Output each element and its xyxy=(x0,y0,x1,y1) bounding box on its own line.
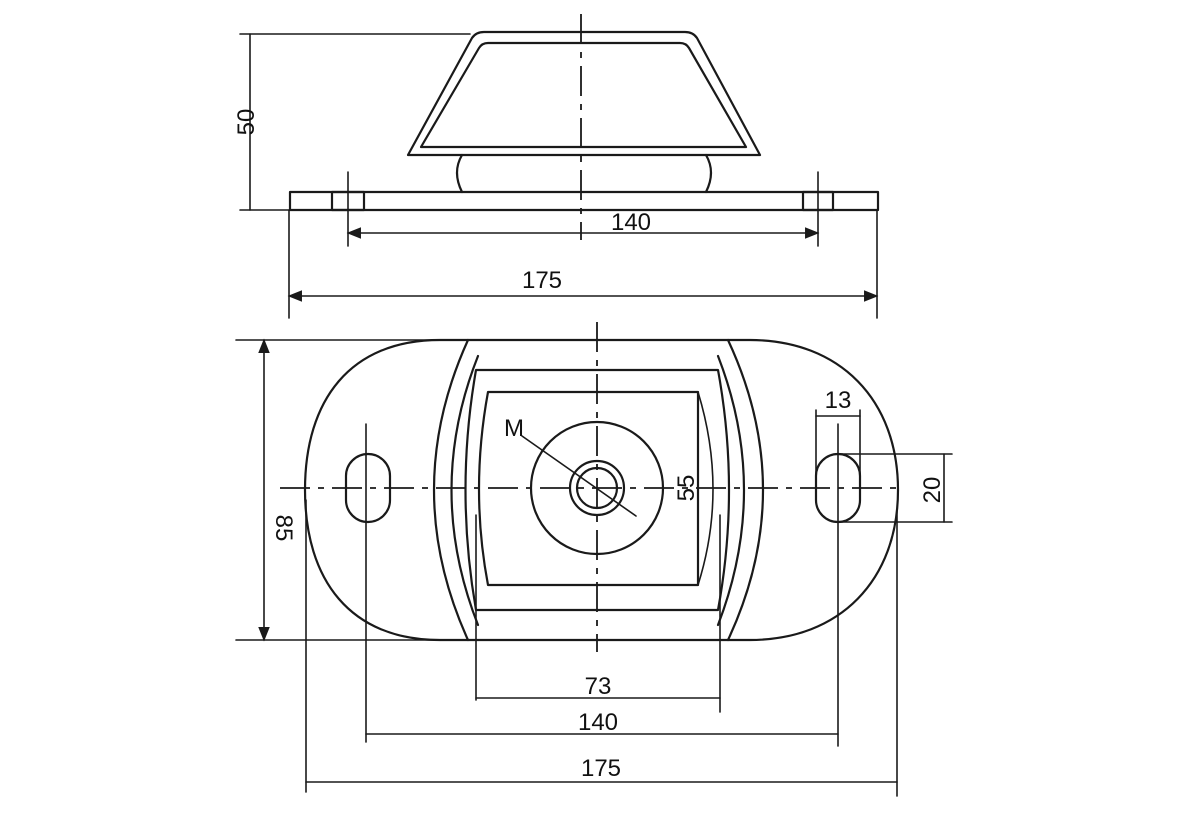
cap-arc-right-outer xyxy=(726,338,765,642)
thread-leader xyxy=(521,435,637,517)
dim-hole-spacing-label: 140 xyxy=(578,709,618,736)
dim-overall-label: 175 xyxy=(581,755,621,782)
top-view: M 85 55 13 20 73 140 xyxy=(235,322,953,797)
dim-plate-height-label: 55 xyxy=(673,475,700,502)
dim-height-label: 50 xyxy=(233,109,260,136)
cap-arc-left-outer xyxy=(432,338,470,642)
dim-overall-label: 175 xyxy=(522,267,562,294)
cap-arc-left-inner xyxy=(450,354,480,627)
dim-plate-width-label: 73 xyxy=(585,673,612,700)
dim-width-label: 85 xyxy=(270,515,297,542)
cap-inner xyxy=(419,41,748,149)
dim-slot-length-label: 20 xyxy=(919,477,946,504)
cap-arc-right-inner xyxy=(716,354,746,627)
thread-label: M xyxy=(504,415,524,442)
cap-outer xyxy=(406,30,762,157)
base-outline xyxy=(303,338,900,642)
base-plate xyxy=(288,190,880,212)
rubber-neck-left xyxy=(455,153,464,194)
dim-hole-spacing-label: 140 xyxy=(611,209,651,236)
rubber-neck-right xyxy=(704,153,713,194)
side-view: 50 140 175 xyxy=(233,14,880,319)
cap-frame-outer xyxy=(464,368,731,612)
cap-frame-right-curve xyxy=(697,391,714,586)
cap-frame-inner xyxy=(477,390,700,587)
dim-slot-width-label: 13 xyxy=(825,387,852,414)
